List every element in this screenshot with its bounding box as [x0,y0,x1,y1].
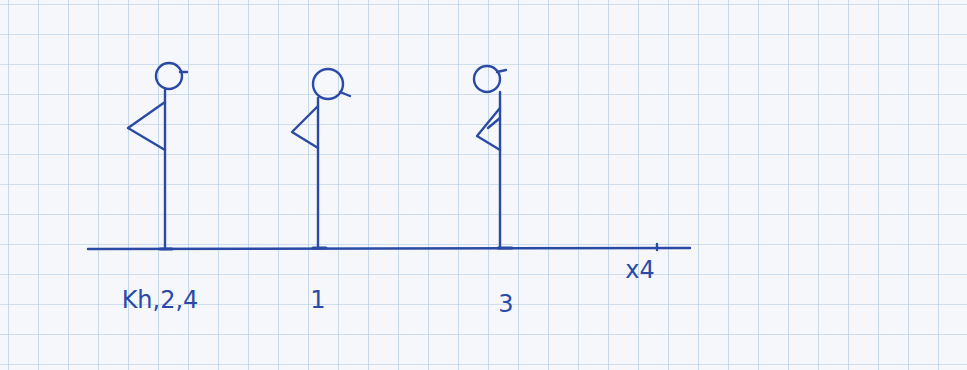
stick-figure [474,66,506,248]
stick-figure [292,69,350,248]
tick-mark [656,244,658,250]
stick-figure [128,63,187,249]
foot-marks [160,248,512,249]
position-label: Kh,2,4 [122,288,199,312]
position-label: x4 [625,258,654,282]
ground-line [88,248,690,249]
position-label: 1 [310,288,325,312]
position-label: 3 [498,292,513,316]
